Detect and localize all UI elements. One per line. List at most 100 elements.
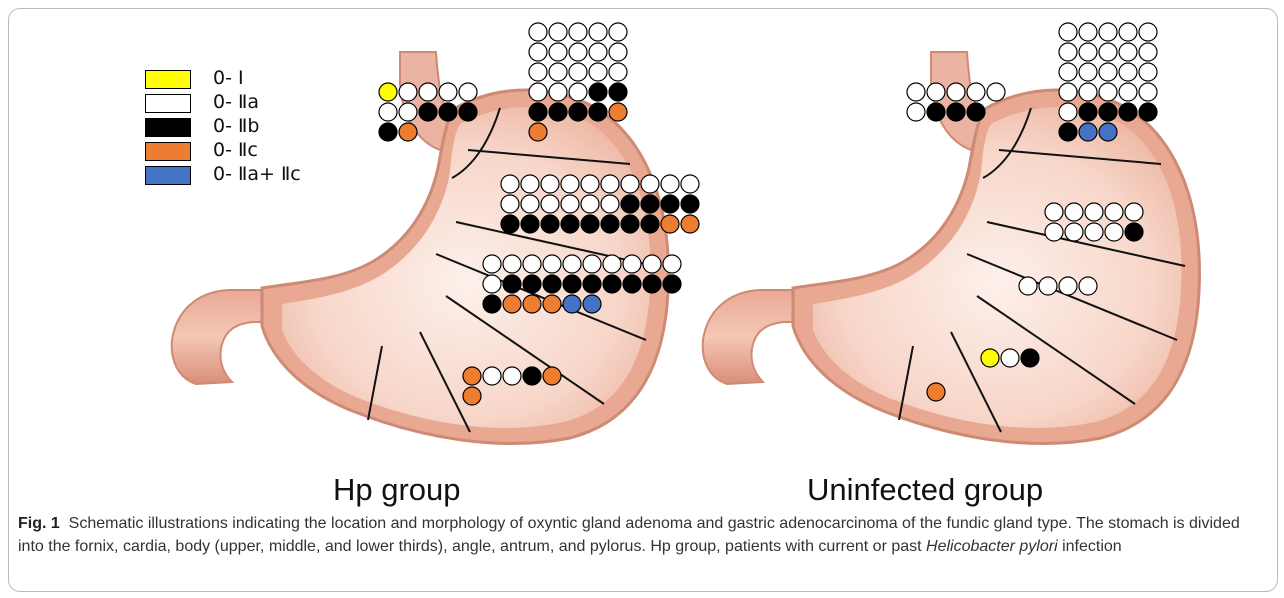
figure-caption: Fig. 1 Schematic illustrations indicatin… [18,512,1268,558]
lesion-marker [561,175,579,193]
legend-label: 0- Ⅱa+ Ⅱc [213,163,301,185]
lesion-marker [601,195,619,213]
legend-label: 0- Ⅱc [213,139,258,161]
lesion-marker [563,275,581,293]
lesion-marker [1099,43,1117,61]
lesion-marker [541,215,559,233]
lesion-marker [1139,23,1157,41]
lesion-marker [609,103,627,121]
lesion-marker [1059,123,1077,141]
lesion-marker [927,383,945,401]
lesion-marker [907,83,925,101]
legend-swatch [145,94,191,113]
lesion-marker [569,103,587,121]
lesion-marker [681,215,699,233]
lesion-marker [399,83,417,101]
legend-swatch [145,70,191,89]
lesion-marker [1119,23,1137,41]
uninfected-group-label: Uninfected group [807,472,1043,508]
lesion-marker [501,195,519,213]
lesion-marker [1105,223,1123,241]
lesion-marker [1119,103,1137,121]
lesion-marker [379,103,397,121]
figure-number: Fig. 1 [18,515,60,532]
lesion-marker [589,63,607,81]
lesion-marker [1001,349,1019,367]
lesion-marker [503,275,521,293]
lesion-marker [1099,103,1117,121]
lesion-marker [589,43,607,61]
lesion-marker [947,103,965,121]
lesion-marker [569,63,587,81]
lesion-marker [583,255,601,273]
lesion-marker [641,175,659,193]
lesion-marker [621,175,639,193]
lesion-marker [1045,203,1063,221]
lesion-marker [581,175,599,193]
lesion-marker [563,255,581,273]
lesion-marker [541,175,559,193]
lesion-marker [609,43,627,61]
lesion-marker [681,175,699,193]
lesion-marker [521,215,539,233]
lesion-marker [1099,123,1117,141]
lesion-marker [563,295,581,313]
lesion-marker [1099,63,1117,81]
lesion-marker [523,367,541,385]
lesion-marker [1079,43,1097,61]
lesion-marker [549,103,567,121]
lesion-marker [1059,103,1077,121]
lesion-marker [927,83,945,101]
lesion-marker [641,215,659,233]
lesion-marker [967,103,985,121]
lesion-marker [643,275,661,293]
lesion-marker [1139,103,1157,121]
lesion-marker [927,103,945,121]
lesion-marker [529,43,547,61]
lesion-marker [529,103,547,121]
lesion-marker [1085,203,1103,221]
legend-label: 0- Ⅱa [213,91,259,113]
lesion-marker [967,83,985,101]
lesion-marker [1085,223,1103,241]
lesion-marker [981,349,999,367]
lesion-marker [549,63,567,81]
lesion-marker [947,83,965,101]
lesion-marker [589,103,607,121]
lesion-marker [483,295,501,313]
lesion-marker [987,83,1005,101]
lesion-marker [621,215,639,233]
lesion-marker [549,23,567,41]
hp-group-label: Hp group [333,472,461,508]
lesion-marker [1059,43,1077,61]
lesion-marker [523,255,541,273]
lesion-marker [523,275,541,293]
legend-swatch [145,142,191,161]
lesion-marker [1139,43,1157,61]
lesion-marker [379,123,397,141]
lesion-marker [1139,63,1157,81]
lesion-marker [1079,103,1097,121]
lesion-marker [641,195,659,213]
lesion-marker [529,83,547,101]
lesion-marker [529,63,547,81]
lesion-marker [907,103,925,121]
lesion-marker [459,83,477,101]
lesion-marker [583,275,601,293]
lesion-marker [1059,277,1077,295]
lesion-marker [1125,203,1143,221]
lesion-marker [623,255,641,273]
lesion-marker [681,195,699,213]
lesion-marker [561,215,579,233]
lesion-marker [581,215,599,233]
lesion-marker [609,83,627,101]
lesion-marker [1065,223,1083,241]
lesion-marker [1099,23,1117,41]
legend-swatch [145,166,191,185]
lesion-marker [1079,123,1097,141]
lesion-marker [1039,277,1057,295]
lesion-marker [581,195,599,213]
lesion-marker [1119,83,1137,101]
lesion-marker [543,367,561,385]
